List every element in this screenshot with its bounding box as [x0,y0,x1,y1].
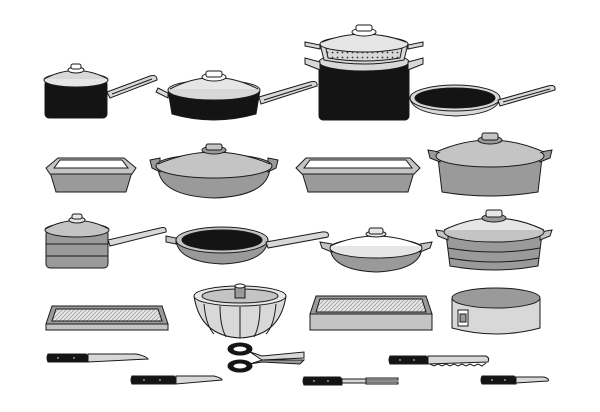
springform-pan-icon [451,287,541,335]
utility-knife-icon [480,375,549,385]
saute-pan-black-icon [155,70,318,121]
stockpot-steamer-black-icon [304,24,424,121]
chef-knife-icon [46,353,149,363]
kitchen-shears-icon [227,342,306,373]
baking-dish-gray-icon [45,157,137,193]
skillet-gray-icon [165,226,329,265]
square-cake-pan-icon [309,295,433,331]
casserole-pot-gray-icon [435,209,553,271]
bread-knife-icon [388,355,490,367]
paring-knife-icon [130,375,223,385]
rectangular-baker-gray-icon [295,157,421,193]
dutch-oven-gray-icon [427,132,553,197]
oval-casserole-gray-icon [149,143,279,199]
baking-sheet-icon [45,305,169,331]
carving-fork-icon [302,376,399,386]
braiser-gray-icon [319,227,433,273]
frying-pan-black-icon [409,84,556,117]
bundt-pan-icon [193,283,287,339]
saucepan-black-icon [43,63,158,119]
saucepan-gray-icon [44,213,167,269]
